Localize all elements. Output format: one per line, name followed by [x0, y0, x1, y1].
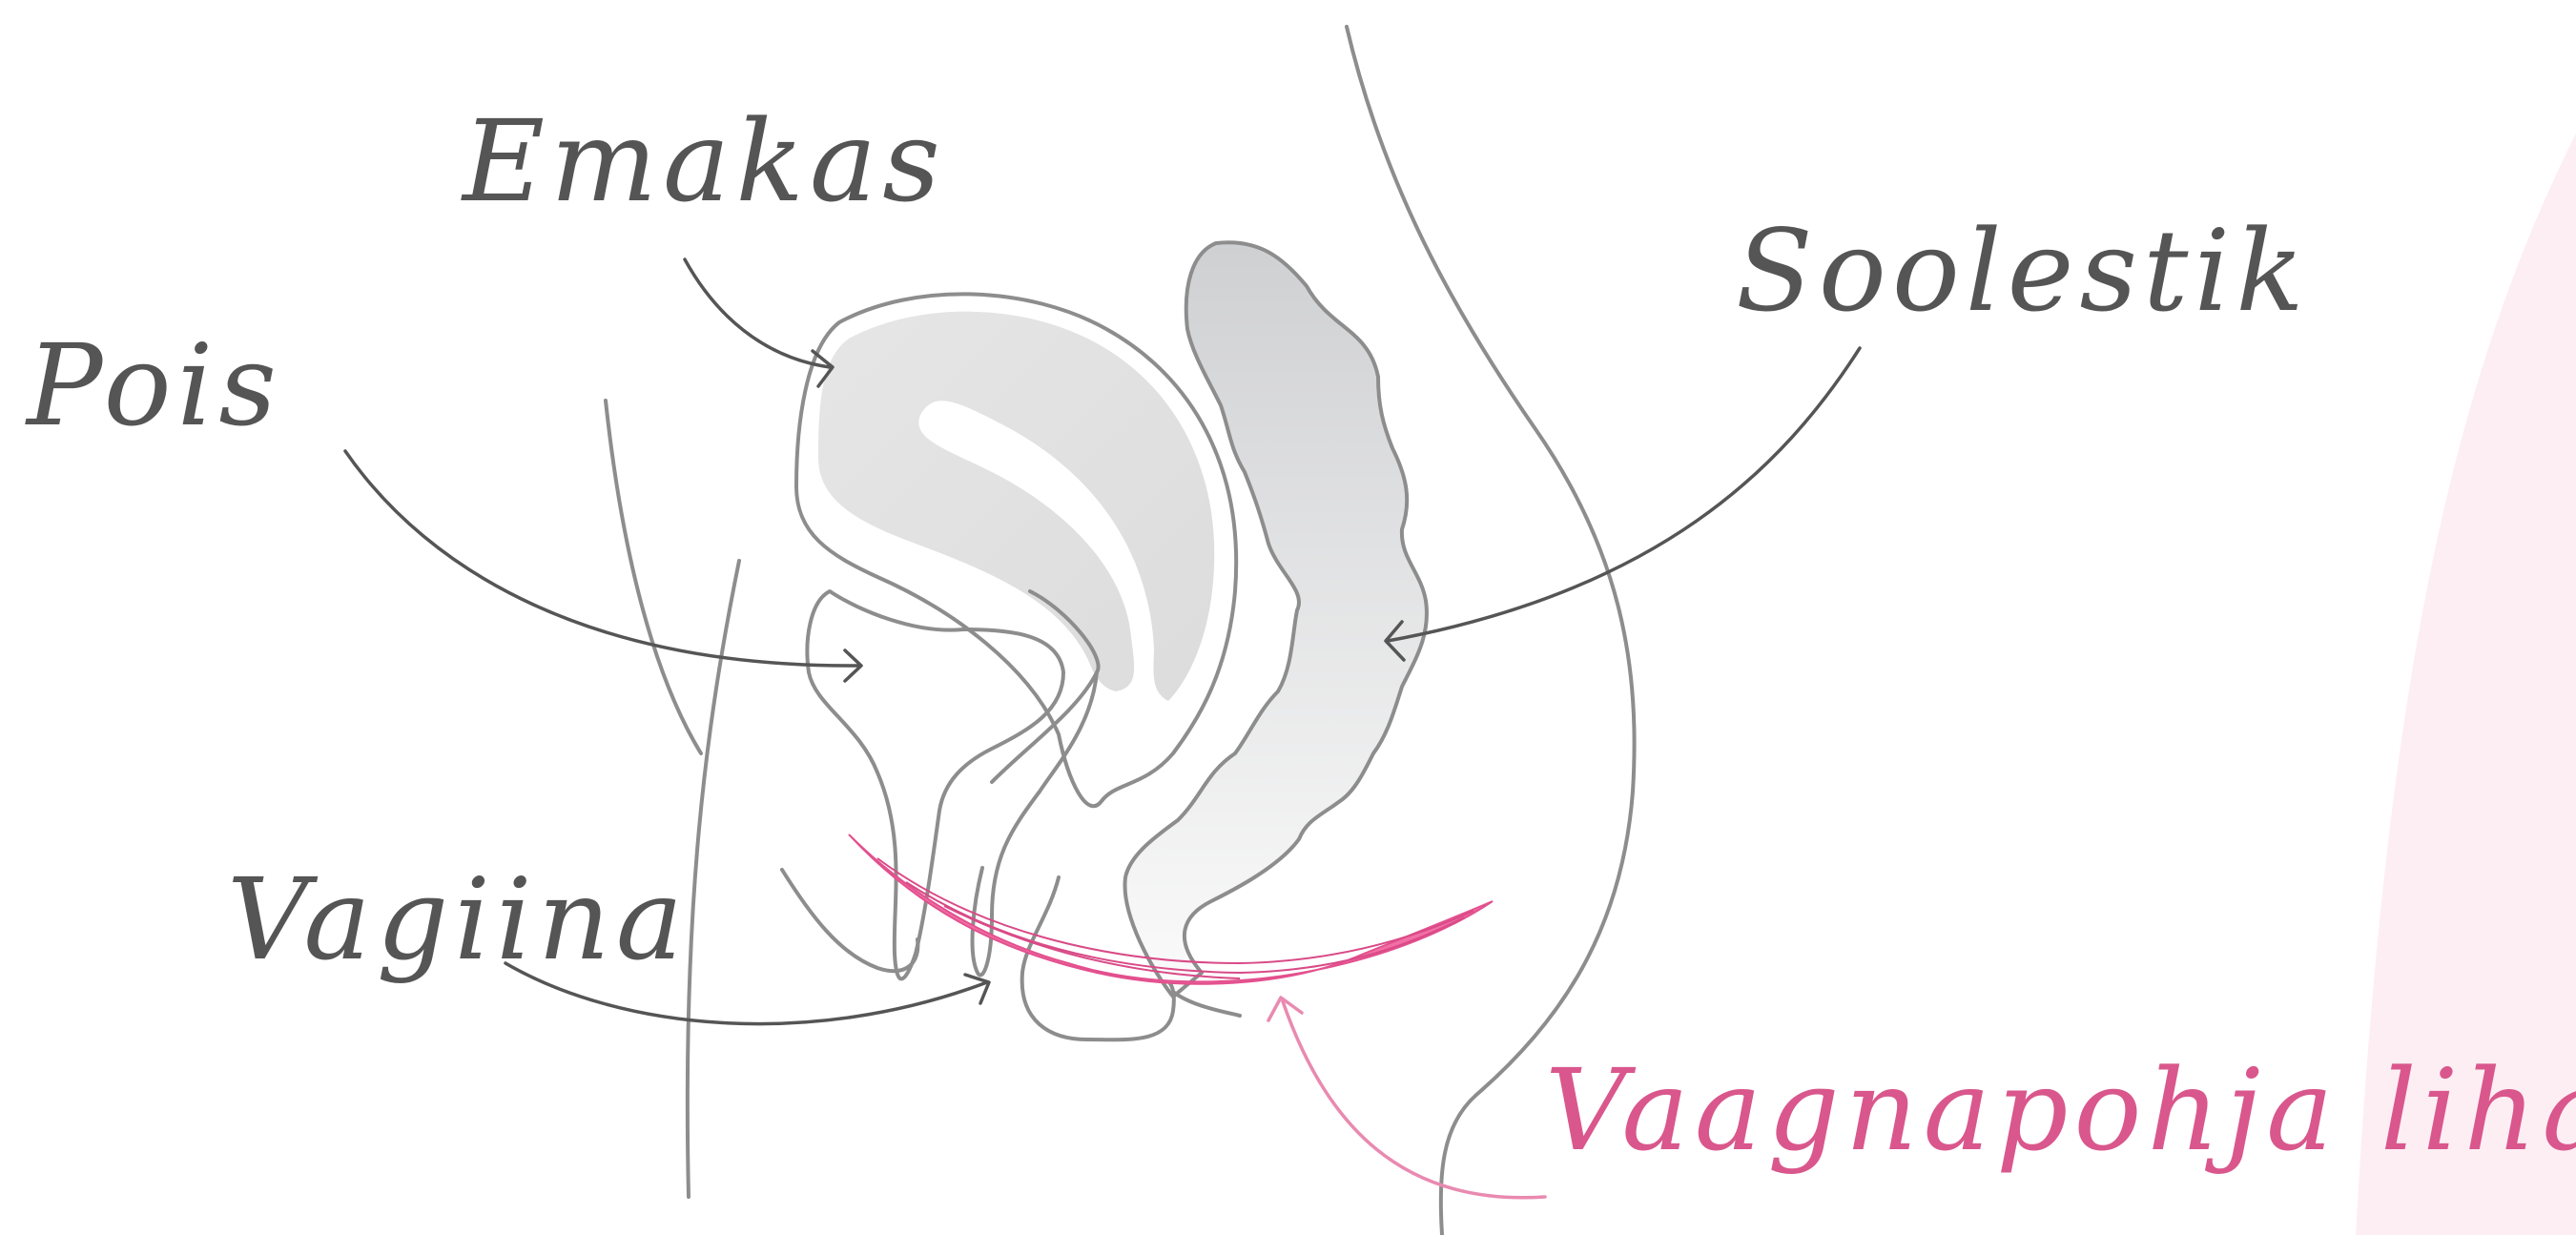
uterus-organ — [796, 294, 1236, 806]
pelvic-floor-arrow — [1283, 1001, 1545, 1198]
intestine-arrow — [1388, 348, 1860, 641]
uterus-arrow — [685, 259, 830, 367]
label-emakas: Emakas — [461, 95, 946, 227]
front-body-line-outer — [606, 401, 701, 753]
bladder-arrow — [345, 451, 858, 666]
label-vagiina: Vagiina — [227, 854, 689, 985]
label-soolestik: Soolestik — [1736, 205, 2310, 337]
label-pois: Pois — [25, 319, 282, 451]
label-vaagnapohja-lihased: Vaagnapohja lihased — [1545, 1044, 2576, 1176]
